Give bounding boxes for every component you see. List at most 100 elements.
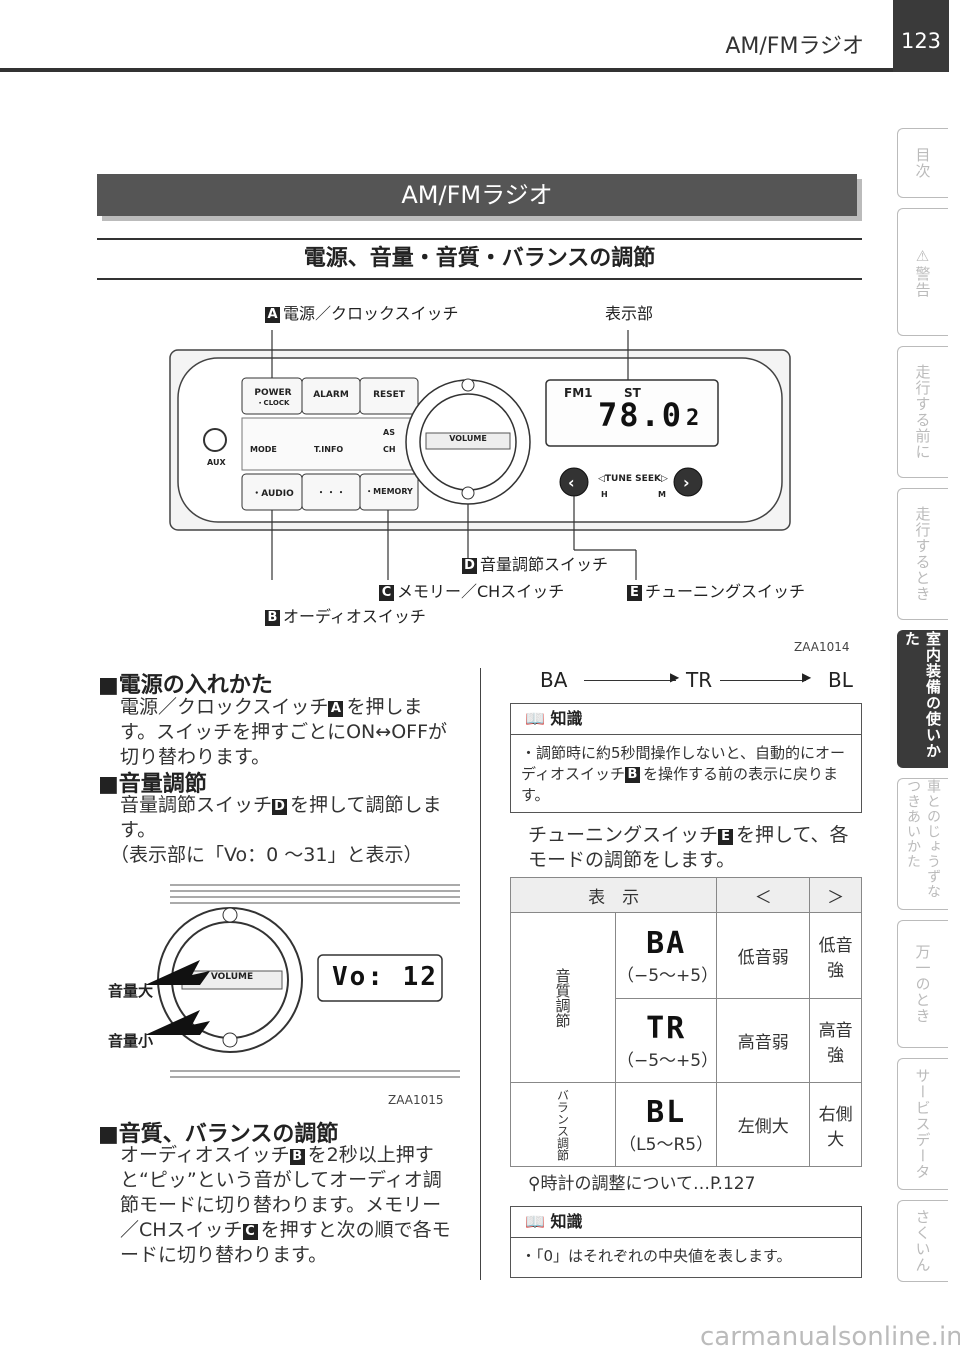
display-frequency: 78.0 (598, 396, 684, 434)
dots-button[interactable]: ・・・ (316, 488, 346, 499)
audio-button[interactable]: ・AUDIO (252, 489, 294, 499)
reset-button-shape (359, 377, 419, 415)
info-box-1-title: 知識 (550, 709, 583, 728)
volume-down-label: 音量小 (108, 1032, 154, 1050)
volume-up-arrow-icon (145, 960, 210, 985)
letter-b-info: B (624, 767, 640, 783)
side-tab-interior[interactable]: 室内装備の使いかた (897, 630, 948, 768)
figure2-code: ZAA1015 (388, 1093, 444, 1107)
side-tab-emergency[interactable]: 万一のとき (897, 920, 948, 1048)
aux-jack (203, 428, 227, 452)
letter-e-badge: E (627, 585, 642, 601)
figure1-code: ZAA1014 (794, 640, 850, 654)
row-ba-right: 低音強 (809, 912, 862, 999)
aux-label: AUX (207, 458, 226, 467)
sequence-bl: BL (828, 668, 853, 692)
callout-c-text: メモリー／CHスイッチ (397, 582, 565, 601)
volume-range-text: （表示部に「Vo：0 〜31」と表示） (110, 844, 423, 866)
side-tab-contents[interactable]: 目次 (897, 128, 948, 198)
side-tab-while-driving[interactable]: 走行するとき (897, 488, 948, 620)
tone-text-3: を押すと次の順で各モードに切り替わります。 (120, 1219, 451, 1266)
letter-d-inline: D (272, 799, 288, 815)
page-number: 123 (893, 0, 949, 72)
mode-table-header-lt: ＜ (716, 877, 811, 913)
info-box-2: 📖 知識 ・「0」はそれぞれの中央値を表します。 (510, 1206, 862, 1278)
header-rule (0, 68, 893, 72)
letter-e-inline: E (718, 829, 734, 845)
info-box-1-header: 📖 知識 (511, 704, 861, 735)
volume-heading: ■音量調節 (98, 772, 207, 797)
info-box-2-body: ・「0」はそれぞれの中央値を表します。 (521, 1247, 792, 1265)
reset-button[interactable]: RESET (373, 390, 405, 400)
power-button-label: POWER (254, 388, 292, 398)
fig2-minus-mark (222, 1032, 238, 1048)
side-tab-before-driving[interactable]: 走行する前に (897, 346, 948, 478)
tune-seek-label: ◁TUNE SEEK▷ (598, 474, 668, 484)
side-tab-index[interactable]: さくいん (897, 1200, 948, 1282)
clock-reference-link[interactable]: ⚲時計の調整について…P.127 (528, 1169, 755, 1194)
ch-button[interactable]: CH (383, 445, 396, 454)
volume-band (425, 432, 511, 450)
sequence-arrow-icon-2: ▶ (802, 670, 812, 684)
alarm-button[interactable]: ALARM (313, 390, 349, 400)
memory-button-shape (359, 473, 419, 511)
mode-row (241, 417, 419, 471)
sequence-arrow-line-1 (584, 680, 676, 681)
volume-text-1: 音量調節スイッチ (120, 794, 273, 816)
sequence-tr: TR (686, 668, 713, 692)
footer-watermark: carmanualsonline.info (700, 1322, 960, 1352)
letter-c-inline: C (242, 1224, 258, 1240)
magnifier-icon: ⚲ (528, 1174, 541, 1194)
table-cell-display: BA （−5〜+5） (614, 912, 718, 999)
callout-display: 表示部 (605, 304, 654, 323)
volume-figure (145, 884, 460, 1078)
info1-text-2: を操作する前の表示に戻ります。 (521, 765, 838, 804)
info-box-2-header: 📖 知識 (511, 1207, 861, 1238)
callout-e-text: チューニングスイッチ (645, 582, 806, 601)
tinfo-button[interactable]: T.INFO (314, 445, 344, 454)
letter-b-inline: B (289, 1149, 305, 1165)
letter-a-inline: A (328, 701, 344, 717)
tune-up-button-shape (673, 467, 703, 497)
letter-d-badge: D (462, 558, 477, 574)
table-cell-display: TR （−5〜+5） (614, 998, 718, 1083)
callout-d-text: 音量調節スイッチ (480, 555, 609, 574)
letter-c-badge: C (379, 585, 394, 601)
side-tab-car-care[interactable]: 車とのじょうずなつきあいかた (897, 778, 948, 910)
page-header-title: AM/FMラジオ (725, 34, 864, 59)
tone-text-2: を2秒以上押すと“ピッ”という音がしてオーディオ調節モードに切り替わります。メモ… (120, 1144, 442, 1241)
side-tab-service-data[interactable]: サービスデータ (897, 1058, 948, 1190)
power-button-sublabel: ・CLOCK (256, 399, 290, 407)
sequence-arrow-line-2 (720, 680, 806, 681)
power-button[interactable]: POWER ・CLOCK (243, 388, 303, 408)
mode-table-header-row: 表 示 ＜ ＞ (509, 877, 862, 913)
row-bl-display: BL (646, 1094, 687, 1130)
fig2-volume-switch[interactable]: VOLUME (210, 972, 254, 982)
volume-switch[interactable]: VOLUME (449, 434, 487, 443)
row-tr-right: 高音強 (809, 998, 862, 1083)
side-tab-warning[interactable]: ⚠警告 (897, 208, 948, 336)
memory-button[interactable]: ・MEMORY (365, 487, 413, 496)
letter-a-badge: A (265, 307, 280, 323)
tune-m-label: M (658, 490, 666, 499)
tuning-text-2: を押して、各モードの調節をします。 (528, 824, 849, 871)
row-tr-display: TR (646, 1010, 687, 1046)
table-group-tone: 音質調節 (510, 912, 616, 1083)
row-ba-display: BA (646, 925, 687, 961)
row-bl-right: 右側大 (809, 1082, 862, 1167)
mode-button[interactable]: MODE (250, 445, 277, 454)
mode-table-header-gt: ＞ (809, 877, 862, 913)
volume-up-label: 音量大 (108, 982, 154, 1000)
column-divider (480, 668, 481, 1280)
volume-down-arrow-icon (145, 1010, 210, 1035)
row-bl-range: （L5〜R5） (619, 1134, 714, 1155)
power-heading: ■電源の入れかた (98, 673, 273, 698)
tone-heading: ■音質、バランスの調節 (98, 1122, 339, 1147)
